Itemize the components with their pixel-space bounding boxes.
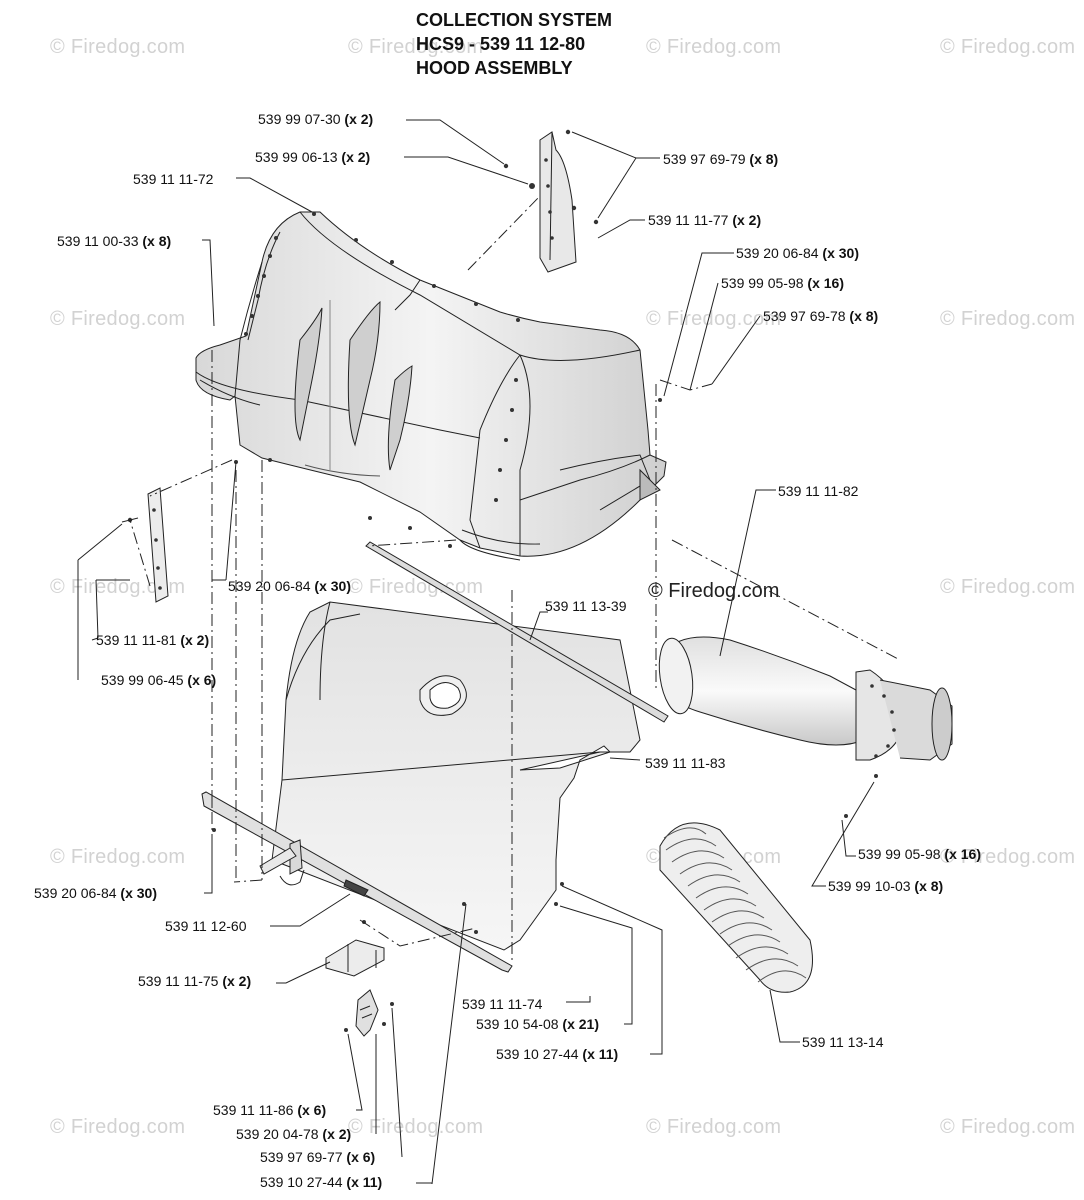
center-watermark: © Firedog.com (648, 580, 780, 602)
watermark: © Firedog.com (50, 36, 186, 58)
seal-strip (365, 541, 669, 723)
part-label: 539 99 05-98 (x 16) (721, 275, 844, 291)
elbow-chute (658, 636, 953, 761)
part-label: 539 11 11-83 (645, 755, 726, 771)
part-label: 539 11 12-60 (165, 918, 247, 934)
watermark: © Firedog.com (940, 846, 1076, 868)
part-label: 539 97 69-77 (x 6) (260, 1149, 376, 1165)
watermark: © Firedog.com (50, 1116, 186, 1138)
watermark: © Firedog.com (348, 36, 484, 58)
part-label: 539 99 06-45 (x 6) (101, 672, 217, 688)
part-label: 539 11 13-39 (545, 598, 627, 614)
part-label: 539 11 00-33 (x 8) (57, 233, 172, 249)
part-label: 539 99 05-98 (x 16) (858, 846, 981, 862)
watermark: © Firedog.com (646, 36, 782, 58)
alignment-lines (129, 195, 901, 960)
watermark: © Firedog.com (940, 576, 1076, 598)
part-label: 539 97 69-78 (x 8) (763, 308, 879, 324)
flex-hose (659, 822, 813, 993)
title-line-2: HCS9 - 539 11 12-80 (416, 34, 586, 54)
latch-hook (355, 989, 379, 1037)
part-label: 539 11 11-86 (x 6) (213, 1102, 327, 1118)
watermark: © Firedog.com (50, 308, 186, 330)
part-label: 539 20 04-78 (x 2) (236, 1126, 352, 1142)
part-label: 539 20 06-84 (x 30) (228, 578, 351, 594)
title-line-3: HOOD ASSEMBLY (416, 58, 573, 78)
watermark: © Firedog.com (50, 846, 186, 868)
part-label: 539 11 11-74 (462, 996, 543, 1012)
watermark: © Firedog.com (940, 308, 1076, 330)
part-label: 539 11 11-72 (133, 171, 214, 187)
title-line-1: COLLECTION SYSTEM (416, 10, 613, 30)
hood-body (195, 211, 667, 561)
part-label: 539 11 13-14 (802, 1034, 884, 1050)
part-label: 539 20 06-84 (x 30) (34, 885, 157, 901)
part-label: 539 11 11-77 (x 2) (648, 212, 762, 228)
part-label: 539 11 11-82 (778, 483, 859, 499)
watermark: © Firedog.com (940, 36, 1076, 58)
part-label: 539 20 06-84 (x 30) (736, 245, 859, 261)
side-plate (147, 487, 169, 603)
bottom-bar (201, 791, 513, 973)
part-label: 539 11 11-81 (x 2) (96, 632, 210, 648)
watermark: © Firedog.com (646, 308, 782, 330)
part-label: 539 10 27-44 (x 11) (260, 1174, 383, 1190)
watermark: © Firedog.com (940, 1116, 1076, 1138)
leader-lines (77, 119, 875, 1185)
part-label: 539 99 10-03 (x 8) (828, 878, 944, 894)
watermark: © Firedog.com (348, 1116, 484, 1138)
part-label: 539 11 11-75 (x 2) (138, 973, 252, 989)
part-label: 539 97 69-79 (x 8) (663, 151, 779, 167)
part-label: 539 99 06-13 (x 2) (255, 149, 371, 165)
watermark: © Firedog.com (646, 1116, 782, 1138)
latch-bracket (325, 939, 385, 977)
part-label: 539 10 27-44 (x 11) (496, 1046, 619, 1062)
watermark: © Firedog.com (50, 576, 186, 598)
part-label: 539 99 07-30 (x 2) (258, 111, 374, 127)
diagram-title: COLLECTION SYSTEM HCS9 - 539 11 12-80 HO… (416, 8, 612, 80)
front-panel (271, 601, 641, 951)
rear-bracket (539, 131, 577, 273)
part-label: 539 10 54-08 (x 21) (476, 1016, 599, 1032)
